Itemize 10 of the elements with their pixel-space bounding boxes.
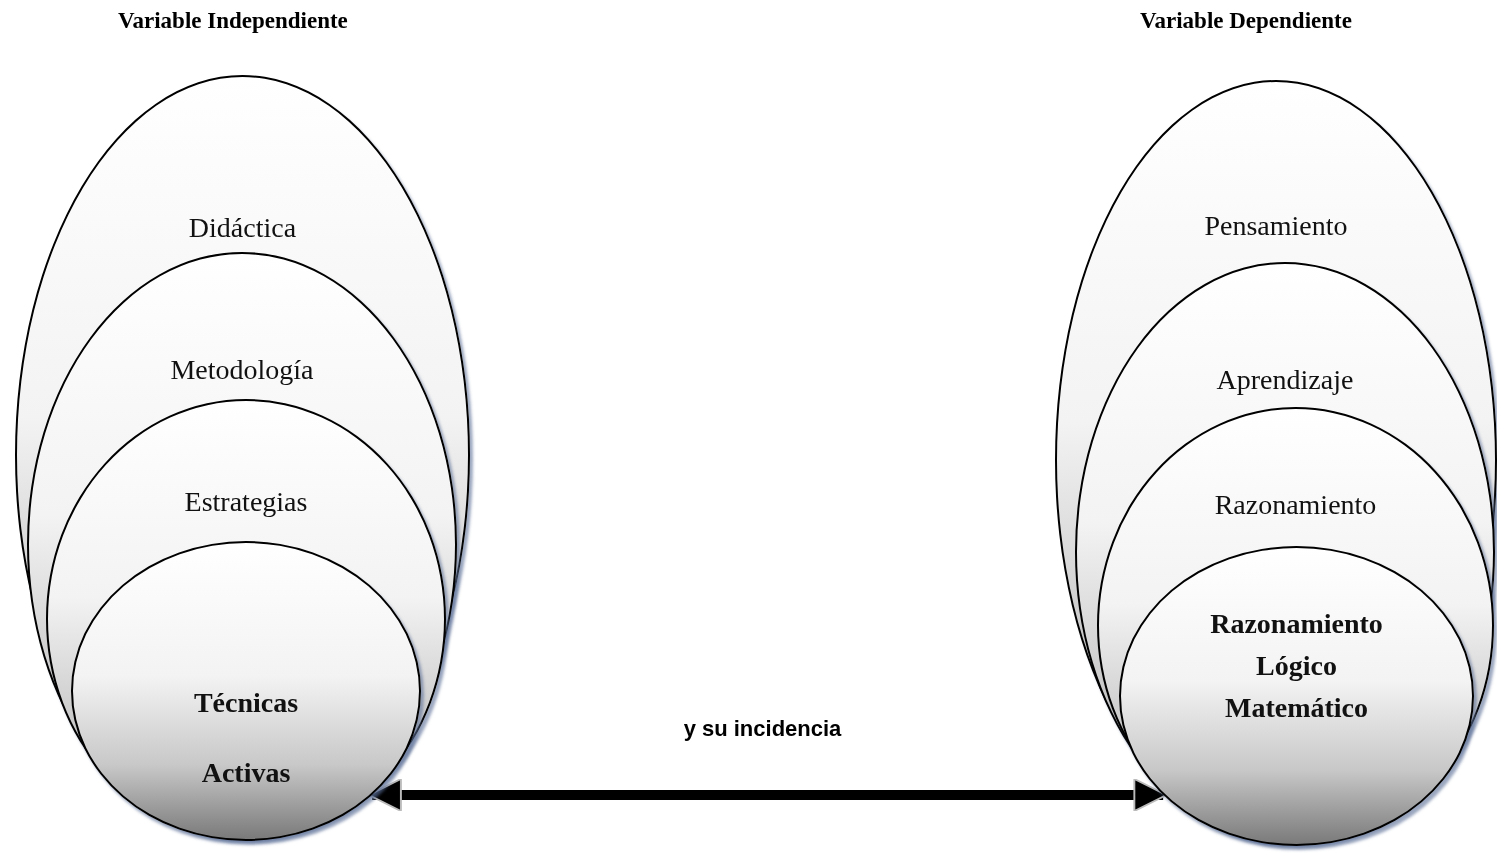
ellipse-label: Pensamiento bbox=[1203, 210, 1349, 242]
ellipse-label: Estrategias bbox=[183, 486, 309, 518]
ellipse-label: Aprendizaje bbox=[1215, 364, 1355, 396]
ellipse-label: Razonamiento bbox=[1213, 489, 1378, 521]
column-heading: Variable Dependiente bbox=[1140, 8, 1352, 34]
ellipse-label: Razonamiento Lógico Matemático bbox=[1209, 607, 1384, 725]
ellipse-label: Metodología bbox=[169, 354, 315, 386]
ellipse-label: Didáctica bbox=[187, 212, 298, 244]
ellipse-label: Técnicas Activas bbox=[192, 686, 300, 790]
column-heading: Variable Independiente bbox=[118, 8, 348, 34]
